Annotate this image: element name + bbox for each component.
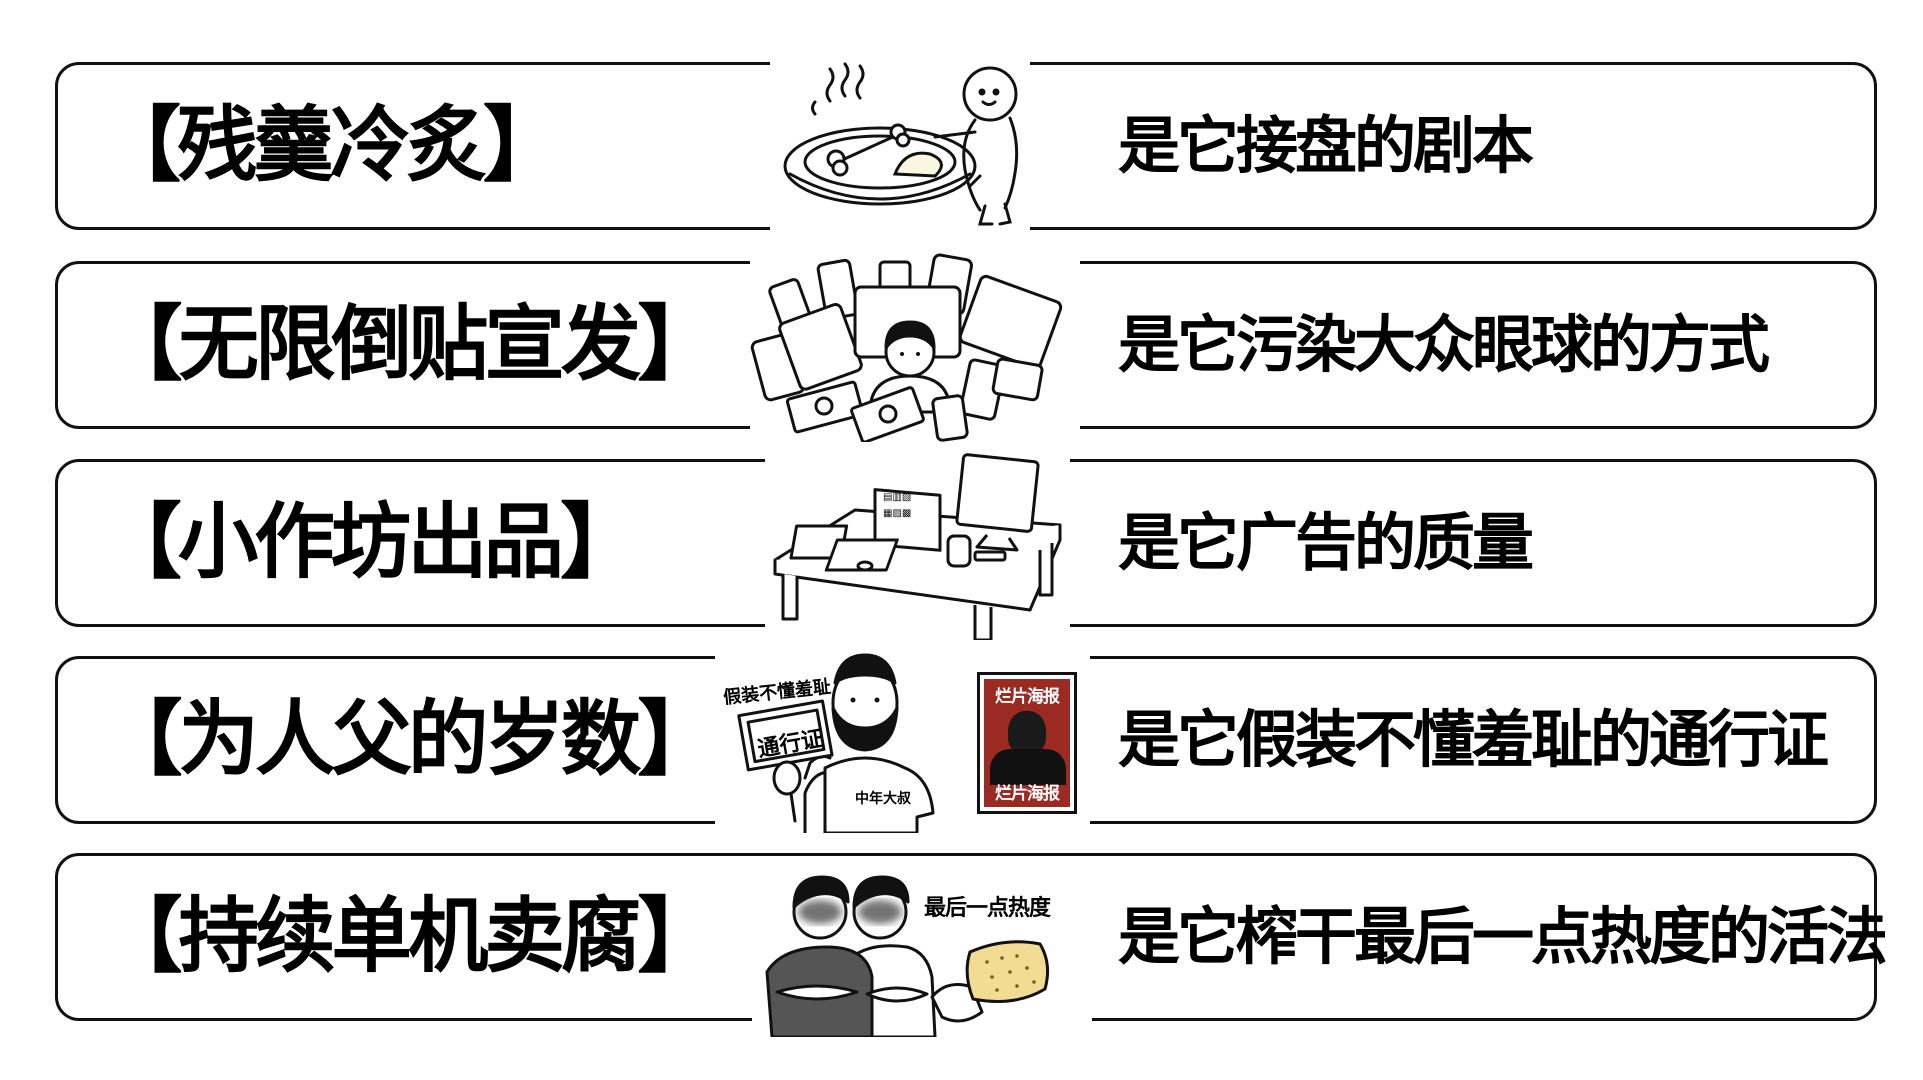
garbled-box-text: ▤▥▧ bbox=[883, 492, 911, 503]
shirt-text: 中年大叔 bbox=[855, 791, 911, 807]
row-description: 是它假装不懂羞耻的通行证 bbox=[1118, 703, 1829, 776]
row-label: 【残羹冷炙】 bbox=[100, 98, 564, 193]
bearded-man-icon bbox=[737, 653, 935, 833]
plate-with-bones-icon bbox=[783, 62, 1019, 226]
poster-face-icon bbox=[1008, 711, 1046, 755]
row-description: 是它广告的质量 bbox=[1118, 506, 1534, 579]
caption-last-heat: 最后一点热度 bbox=[924, 896, 1051, 921]
desk-with-monitor-icon: ▤▥▧ ▦▨▩ bbox=[773, 453, 1062, 640]
row-description: 是它接盘的剧本 bbox=[1118, 109, 1534, 182]
two-men-with-tofu-icon bbox=[765, 875, 1050, 1037]
poster-body: 烂片海报 烂片海报 bbox=[984, 679, 1070, 807]
tofu-illustration: 最后一点热度 bbox=[752, 862, 1092, 1037]
poster-title-bottom: 烂片海报 bbox=[995, 784, 1060, 804]
poster-suit-icon bbox=[990, 749, 1066, 785]
leftovers-illustration bbox=[770, 56, 1030, 238]
poster-title-top: 烂片海报 bbox=[995, 687, 1060, 707]
screens-and-money-icon bbox=[750, 253, 1063, 442]
row-label: 【无限倒贴宣发】 bbox=[102, 297, 717, 392]
row-label: 【小作坊出品】 bbox=[101, 495, 640, 590]
bad-movie-poster: 烂片海报 烂片海报 bbox=[977, 672, 1077, 814]
row-description: 是它榨干最后一点热度的活法 bbox=[1118, 900, 1888, 973]
promotion-illustration bbox=[750, 252, 1080, 442]
fatherhood-illustration: 假装不懂羞耻 通行证 中年大叔 烂片海报 烂片海报 bbox=[715, 648, 1090, 833]
row-label: 【持续单机卖腐】 bbox=[102, 889, 717, 984]
svg-text:▦▨▩: ▦▨▩ bbox=[883, 508, 911, 519]
row-description: 是它污染大众眼球的方式 bbox=[1118, 308, 1770, 381]
workshop-illustration: ▤▥▧ ▦▨▩ bbox=[765, 450, 1070, 640]
row-label: 【为人父的岁数】 bbox=[102, 692, 717, 787]
